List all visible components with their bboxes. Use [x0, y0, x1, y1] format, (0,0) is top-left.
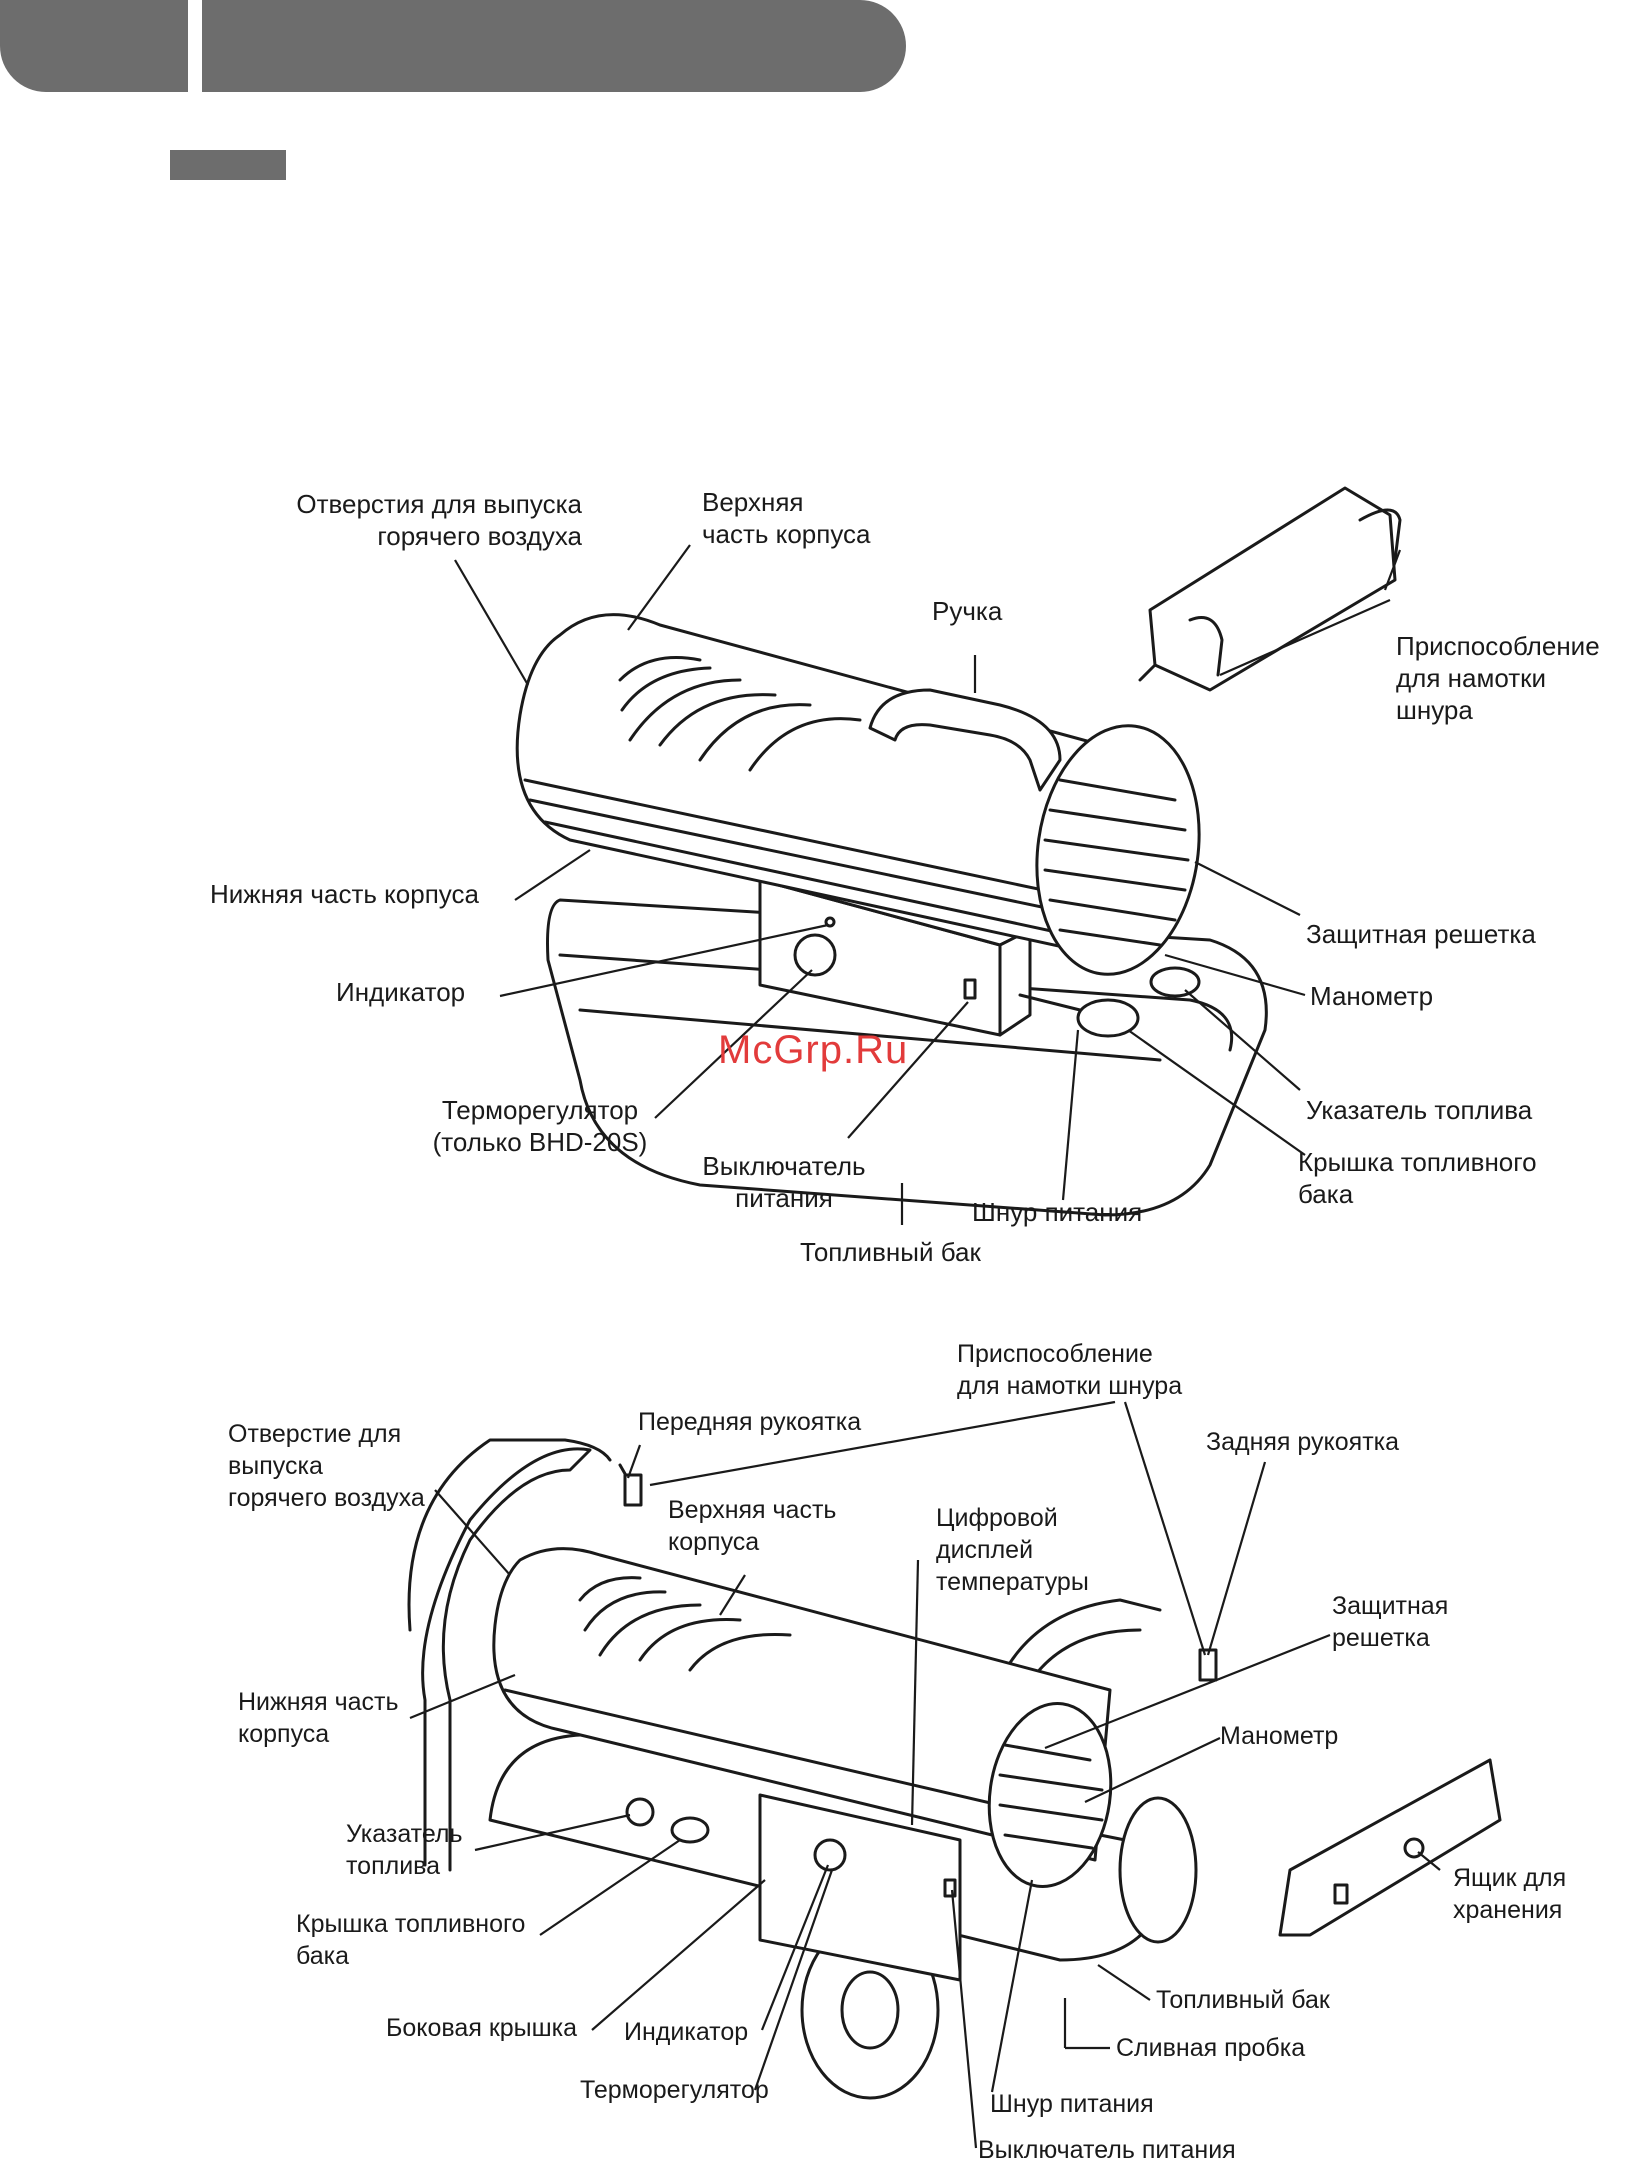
fuel-tank-shape — [546, 898, 1268, 1217]
guard-grille-shape-2 — [987, 1702, 1113, 1888]
label2-storage-box: Ящик для хранения — [1453, 1864, 1567, 1924]
label2-lower-body: Нижняя часть корпуса — [238, 1688, 399, 1748]
indicator-light — [824, 916, 836, 928]
label-fuel-tank: Топливный бак — [800, 1237, 981, 1267]
wheel-rear — [1118, 1796, 1198, 1944]
manometer-shape — [1149, 966, 1201, 998]
header-bar-left — [0, 0, 188, 92]
label-cord-winder: Приспособление для намотки шнура — [1396, 631, 1600, 725]
frame-tube — [421, 1447, 592, 1872]
label-indicator: Индикатор — [336, 977, 466, 1007]
label-thermostat: Терморегулятор (только BHD-20S) — [432, 1095, 648, 1157]
fuel-cap-shape — [1076, 998, 1140, 1038]
front-handle-shape — [623, 1473, 643, 1507]
label-handle: Ручка — [932, 596, 1003, 626]
leader-lines-1 — [454, 544, 1402, 1225]
header-bar-right — [202, 0, 906, 92]
label2-upper-body: Верхняя часть корпуса — [668, 1496, 837, 1556]
label2-fuel-tank-cap: Крышка топливного бака — [296, 1910, 526, 1970]
label-guard-grille: Защитная решетка — [1306, 919, 1536, 949]
fuel-cap-shape-2 — [670, 1816, 710, 1844]
thermostat-knob-2 — [813, 1838, 847, 1872]
rear-handle-shape — [1198, 1648, 1218, 1682]
label2-power-cord: Шнур питания — [990, 2090, 1154, 2118]
label-power-switch: Выключатель питания — [702, 1151, 866, 1213]
label-fuel-gauge: Указатель топлива — [1306, 1095, 1533, 1125]
thermostat-knob — [793, 933, 837, 977]
label2-power-switch: Выключатель питания — [978, 2136, 1236, 2164]
heater-drawing-1 — [515, 486, 1402, 1217]
label-manometer: Манометр — [1310, 981, 1434, 1011]
power-switch-shape-2 — [943, 1878, 957, 1898]
section-tab — [170, 150, 286, 180]
label2-digital-display: Цифровой дисплей температуры — [936, 1504, 1089, 1596]
watermark: McGrp.Ru — [718, 1028, 909, 1072]
label2-manometer: Манометр — [1220, 1722, 1339, 1750]
heater-drawing-2 — [407, 1438, 1502, 2100]
handle-shape — [868, 688, 1062, 792]
label2-fuel-gauge: Указатель топлива — [346, 1820, 463, 1880]
power-switch-shape — [963, 978, 977, 1000]
leader-lines-2 — [409, 1400, 1441, 2149]
label2-cord-winder: Приспособление для намотки шнура — [957, 1340, 1183, 1400]
label2-drain-plug: Сливная пробка — [1116, 2034, 1306, 2062]
heater-cylinder-2 — [492, 1547, 1112, 1862]
label-power-cord: Шнур питания — [972, 1197, 1143, 1227]
label2-rear-handle: Задняя рукоятка — [1206, 1428, 1400, 1456]
label-upper-body: Верхняя часть корпуса — [702, 487, 871, 549]
label2-side-cover: Боковая крышка — [386, 2014, 578, 2042]
label2-guard-grille: Защитная решетка — [1332, 1592, 1449, 1652]
label2-indicator: Индикатор — [624, 2018, 749, 2046]
label2-hot-air-outlet: Отверстие для выпуска горячего воздуха — [228, 1420, 425, 1512]
label-hot-air-outlet: Отверстия для выпуска горячего воздуха — [296, 489, 582, 551]
fuel-gauge-shape — [625, 1797, 655, 1827]
cord-winder-inset — [1148, 486, 1397, 692]
label2-thermostat: Терморегулятор — [580, 2076, 769, 2104]
label-lower-body: Нижняя часть корпуса — [210, 879, 479, 909]
label-fuel-tank-cap: Крышка топливного бака — [1298, 1147, 1537, 1209]
label2-fuel-tank: Топливный бак — [1156, 1986, 1330, 2014]
label2-front-handle: Передняя рукоятка — [638, 1408, 862, 1436]
